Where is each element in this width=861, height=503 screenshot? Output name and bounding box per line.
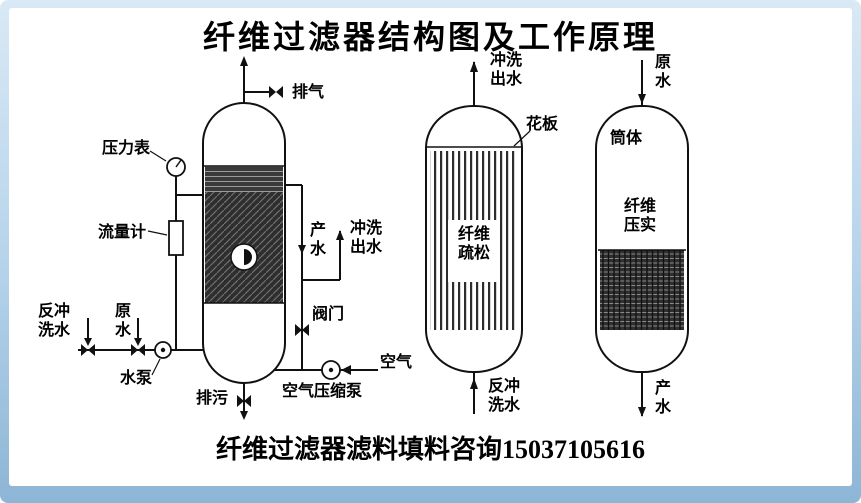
left-instruments	[147, 150, 341, 380]
label-backwash-inlet: 反冲 洗水	[37, 303, 70, 339]
label-pressure-gauge: 压力表	[102, 140, 151, 157]
label-valve: 阀门	[312, 306, 345, 323]
middle-label-backplate	[448, 220, 500, 282]
label-right-raw-water: 原 水	[654, 54, 671, 90]
page-title: 纤维过滤器结构图及工作原理	[202, 19, 658, 55]
label-product-water: 产 水	[309, 222, 326, 258]
flow-meter-icon	[168, 220, 184, 256]
plate-leader-line	[513, 130, 531, 147]
label-flow-meter: 流量计	[98, 224, 147, 241]
right-flow-arrows	[638, 94, 646, 417]
footer-contact: 纤维过滤器滤料填料咨询15037105616	[215, 435, 645, 464]
backwash-valve-icon	[81, 344, 95, 356]
right-vessel-group	[595, 60, 689, 416]
left-valves-and-arrows	[81, 56, 351, 420]
drain-valve-icon	[237, 395, 251, 407]
label-air-compressor: 空气压缩泵	[282, 383, 363, 400]
label-middle-flush-outlet: 冲洗 出水	[489, 52, 522, 88]
label-water-pump: 水泵	[120, 370, 153, 387]
label-fiber-compacted: 纤维 压实	[623, 198, 656, 234]
label-drain: 排污	[196, 390, 229, 407]
right-fiber-media	[600, 250, 684, 330]
exhaust-valve-icon	[269, 86, 283, 98]
label-flush-outlet: 冲洗 出水	[349, 220, 382, 256]
raw-water-valve-icon	[131, 344, 145, 356]
label-raw-water-inlet: 原 水	[114, 303, 131, 339]
label-right-product-water: 产 水	[654, 380, 671, 416]
label-plate: 花板	[526, 116, 559, 133]
label-exhaust: 排气	[292, 84, 325, 101]
left-vessel-pipes	[78, 64, 378, 417]
left-vessel-media	[203, 165, 285, 304]
middle-flow-arrows	[470, 61, 478, 389]
label-shell: 筒体	[610, 130, 643, 147]
label-middle-backwash: 反冲 洗水	[487, 378, 520, 414]
outlet-valve-icon	[295, 324, 309, 336]
label-air: 空气	[380, 354, 413, 371]
label-fiber-loose: 纤维 疏松	[457, 226, 490, 262]
